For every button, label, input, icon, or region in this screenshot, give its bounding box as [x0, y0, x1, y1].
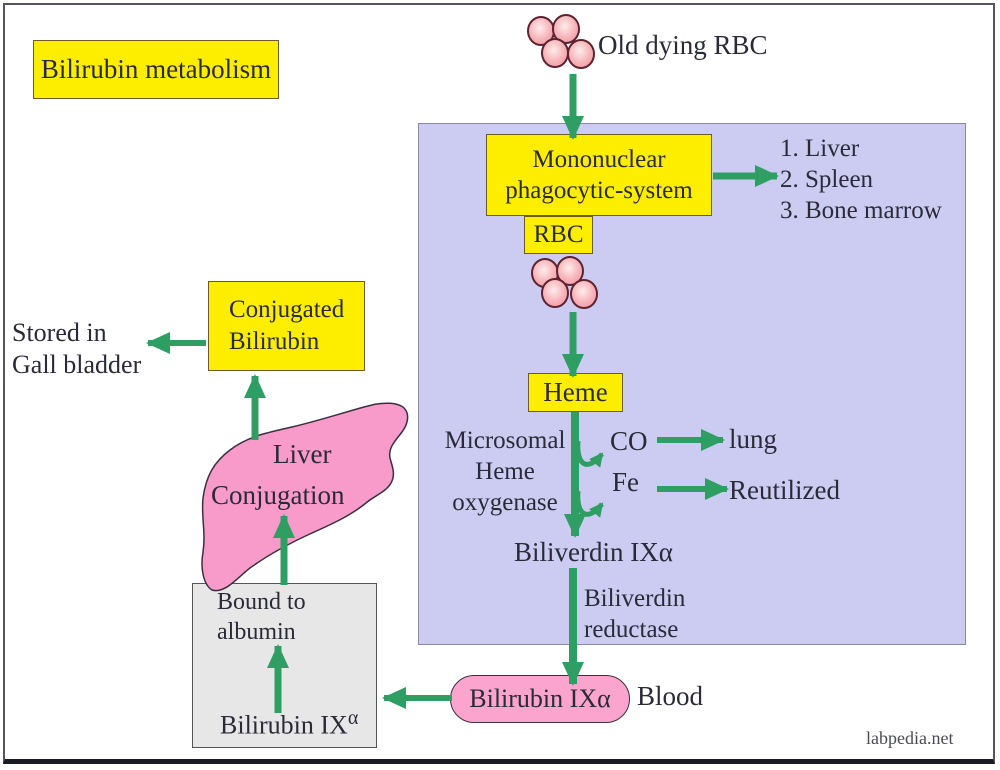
gall-line1: Stored in	[12, 318, 107, 347]
bilirubin-base-text: Bilirubin IX	[220, 710, 348, 740]
heme-box: Heme	[528, 373, 623, 412]
conjugation-label: Conjugation	[211, 480, 345, 510]
bilirubin-blood-pill: Bilirubin IXα	[450, 675, 630, 723]
liver-organ-label: Liver	[273, 439, 332, 469]
organ-item-bone-marrow: 3. Bone marrow	[780, 197, 942, 224]
reductase-line2: reductase	[584, 616, 679, 643]
diagram-title: Bilirubin metabolism	[40, 54, 272, 84]
gall-bladder-label: Stored in Gall bladder	[12, 317, 141, 381]
organ-item-liver: 1. Liver	[780, 135, 860, 162]
co-label: CO	[610, 426, 648, 456]
watermark: labpedia.net	[866, 728, 954, 748]
rbc-label: RBC	[533, 221, 584, 248]
lung-label: lung	[729, 424, 778, 454]
bound-to-albumin-label: Bound to albumin	[217, 587, 306, 647]
rbc-box: RBC	[524, 216, 593, 254]
mps-label-line2: phagocytic-system	[505, 177, 693, 204]
mononuclear-phagocytic-system-box: Mononuclear phagocytic-system	[486, 134, 712, 216]
conjugated-label-line2: Bilirubin	[229, 328, 320, 355]
biliverdin-label: Biliverdin IXα	[514, 537, 673, 567]
bilirubin-alpha-sup: α	[347, 707, 359, 729]
heme-oxygenase-label: Microsomal Heme oxygenase	[437, 425, 573, 518]
conjugated-bilirubin-box: Conjugated Bilirubin	[208, 281, 365, 371]
free-bilirubin-label: Bilirubin IXα	[220, 707, 358, 741]
reutilized-label: Reutilized	[729, 475, 840, 505]
albumin-line2: albumin	[217, 619, 296, 645]
old-dying-rbc-label: Old dying RBC	[598, 30, 768, 60]
reductase-line1: Biliverdin	[584, 585, 686, 612]
gall-line2: Gall bladder	[12, 350, 142, 379]
diagram-border	[3, 3, 995, 764]
blood-label: Blood	[637, 681, 704, 711]
biliverdin-reductase-label: Biliverdin reductase	[584, 583, 685, 645]
enzyme-line3: oxygenase	[452, 489, 558, 516]
mps-label-line1: Mononuclear	[532, 146, 666, 173]
organ-item-spleen: 2. Spleen	[780, 166, 874, 193]
target-organs-list: 1. Liver 2. Spleen 3. Bone marrow	[780, 133, 942, 226]
conjugated-label-line1: Conjugated	[229, 296, 345, 323]
enzyme-line1: Microsomal	[444, 427, 566, 454]
fe-label: Fe	[612, 467, 639, 497]
bilirubin-pill-label: Bilirubin IXα	[469, 684, 611, 713]
enzyme-line2: Heme	[475, 458, 535, 485]
title-box: Bilirubin metabolism	[33, 40, 279, 99]
albumin-line1: Bound to	[217, 589, 306, 615]
heme-label: Heme	[543, 377, 608, 407]
